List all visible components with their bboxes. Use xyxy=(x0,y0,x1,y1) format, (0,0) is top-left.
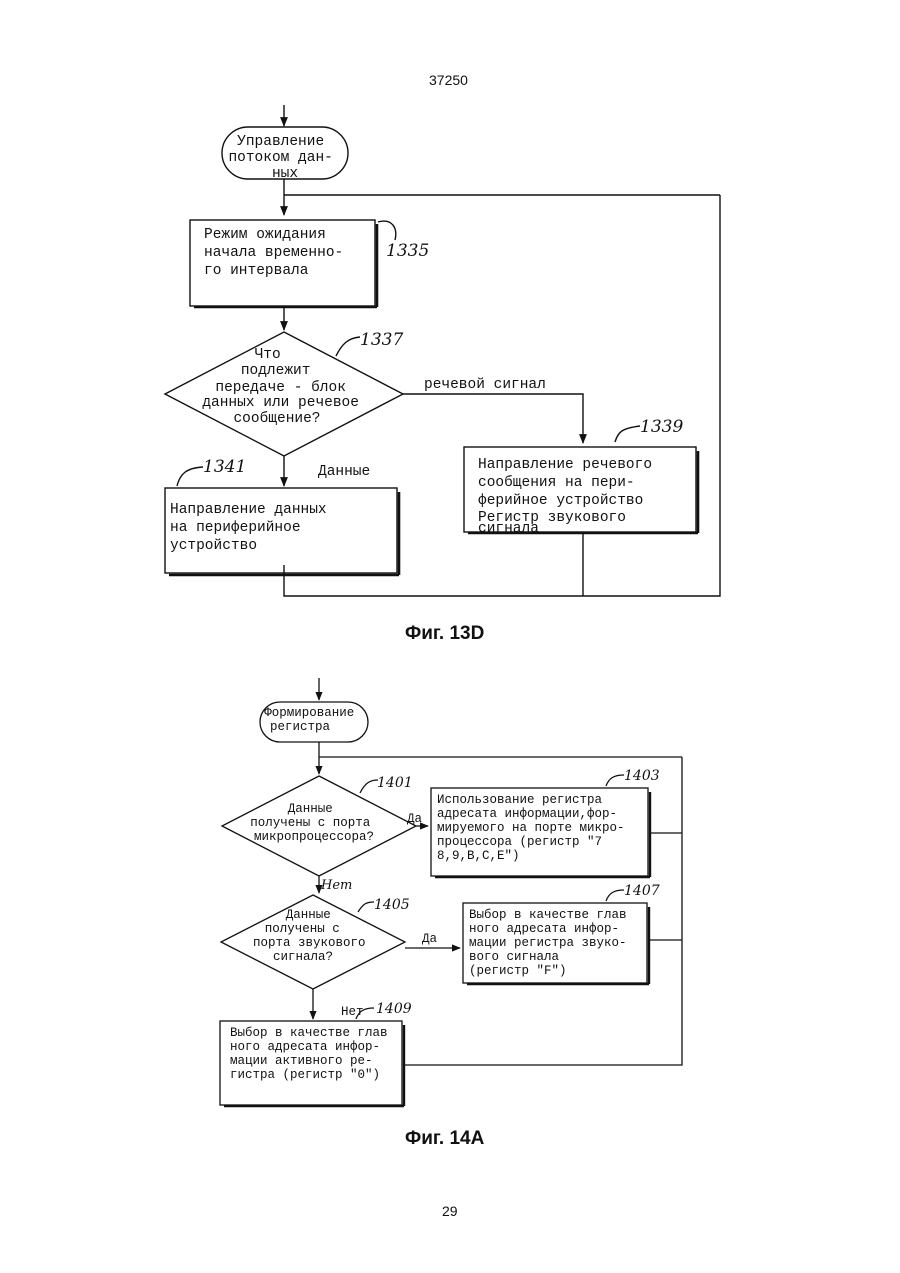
label-1401: 1401 xyxy=(377,775,413,791)
label-1341: 1341 xyxy=(203,457,246,477)
start-text-13d: Управление потоком дан- ных xyxy=(228,134,341,182)
label-1339: 1339 xyxy=(640,417,683,437)
speech-branch-line xyxy=(403,394,583,443)
label-1337: 1337 xyxy=(360,330,403,350)
callout-1339 xyxy=(615,426,640,442)
box-1407-text: Выбор в качестве глав ного адресата инфо… xyxy=(469,908,634,978)
data-branch-label: Данные xyxy=(318,464,370,480)
box-1403-text: Использование регистра адресата информац… xyxy=(437,793,632,863)
label-1403: 1403 xyxy=(624,768,660,784)
yes-label-1405: Да xyxy=(422,932,438,946)
label-1335: 1335 xyxy=(386,241,429,261)
label-1407: 1407 xyxy=(624,883,660,899)
callout-1405 xyxy=(358,902,374,912)
callout-1335 xyxy=(378,221,396,240)
callout-1337 xyxy=(336,337,360,356)
start-text-14a: Формирование регистра xyxy=(264,706,362,734)
callout-1341 xyxy=(177,467,203,486)
decision-1337-text: Что подлежит передаче - блок данных или … xyxy=(202,347,367,427)
speech-signal-label: речевой сигнал xyxy=(424,376,546,393)
callout-1407 xyxy=(606,890,624,901)
box-1335-text: Режим ожидания начала временно- го интер… xyxy=(204,227,352,279)
label-1405: 1405 xyxy=(374,897,410,913)
box-1409-text: Выбор в качестве глав ного адресата инфо… xyxy=(230,1026,395,1082)
callout-1403 xyxy=(606,775,624,786)
no-label-1405: Нет xyxy=(341,1005,364,1019)
yes-label-1401: Да xyxy=(407,812,423,826)
no-label-1401: Нет xyxy=(320,878,352,893)
decision-1401-text: Данные получены с порта микропроцессора? xyxy=(250,802,378,844)
callout-1401 xyxy=(360,780,378,793)
label-1409: 1409 xyxy=(376,1001,412,1017)
box-1339-text: Направление речевого сообщения на пери- … xyxy=(478,457,661,537)
box-1341-text: Направление данных на периферийное устро… xyxy=(170,502,335,554)
